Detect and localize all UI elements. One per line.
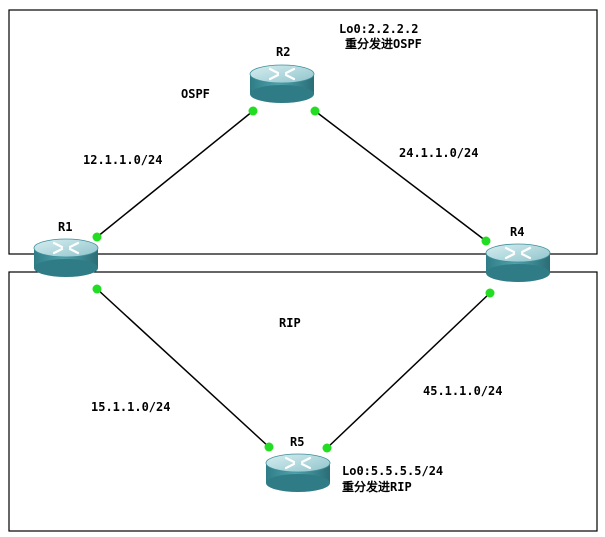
port-dot-r5-r1[interactable] [264, 442, 274, 452]
link-r1-r2[interactable] [96, 110, 254, 238]
link-r1-r5[interactable] [96, 288, 270, 448]
links [96, 110, 491, 449]
port-dot-r5-r4[interactable] [322, 443, 332, 453]
router-icon [485, 243, 551, 282]
router-label-r1: R1 [58, 220, 72, 234]
link-r2-r4[interactable] [314, 110, 487, 242]
router-r2[interactable] [249, 64, 315, 103]
port-dot-r1-r5[interactable] [92, 284, 102, 294]
link-r4-r5[interactable] [326, 292, 491, 449]
port-dot-r4-r5[interactable] [485, 288, 495, 298]
r5-loopback-note: Lo0:5.5.5.5/24 [342, 464, 443, 478]
link-label-r4-r5: 45.1.1.0/24 [423, 384, 502, 398]
link-label-r1-r5: 15.1.1.0/24 [91, 400, 170, 414]
router-r1[interactable] [33, 238, 99, 277]
port-dot-r2-r1[interactable] [248, 106, 258, 116]
ospf-area-label: OSPF [181, 87, 210, 101]
link-label-r1-r2: 12.1.1.0/24 [83, 153, 162, 167]
ospf-area-box [8, 9, 598, 255]
router-label-r5: R5 [290, 435, 304, 449]
router-r4[interactable] [485, 243, 551, 282]
rip-area-label: RIP [279, 316, 301, 330]
port-dot-r2-r4[interactable] [310, 106, 320, 116]
r2-loopback-note: Lo0:2.2.2.2 [339, 22, 418, 36]
r2-redistribute-note: 重分发进OSPF [345, 36, 422, 51]
router-label-r2: R2 [276, 45, 290, 59]
router-label-r4: R4 [510, 225, 524, 239]
port-dot-r4-r2[interactable] [481, 236, 491, 246]
router-r5[interactable] [265, 453, 331, 492]
port-dot-r1-r2[interactable] [92, 232, 102, 242]
r5-redistribute-note: 重分发进RIP [342, 479, 412, 494]
port-dots [92, 106, 495, 453]
link-label-r2-r4: 24.1.1.0/24 [399, 146, 478, 160]
router-icon [249, 64, 315, 103]
router-icon [265, 453, 331, 492]
rip-area-box [8, 271, 598, 532]
router-icon [33, 238, 99, 277]
